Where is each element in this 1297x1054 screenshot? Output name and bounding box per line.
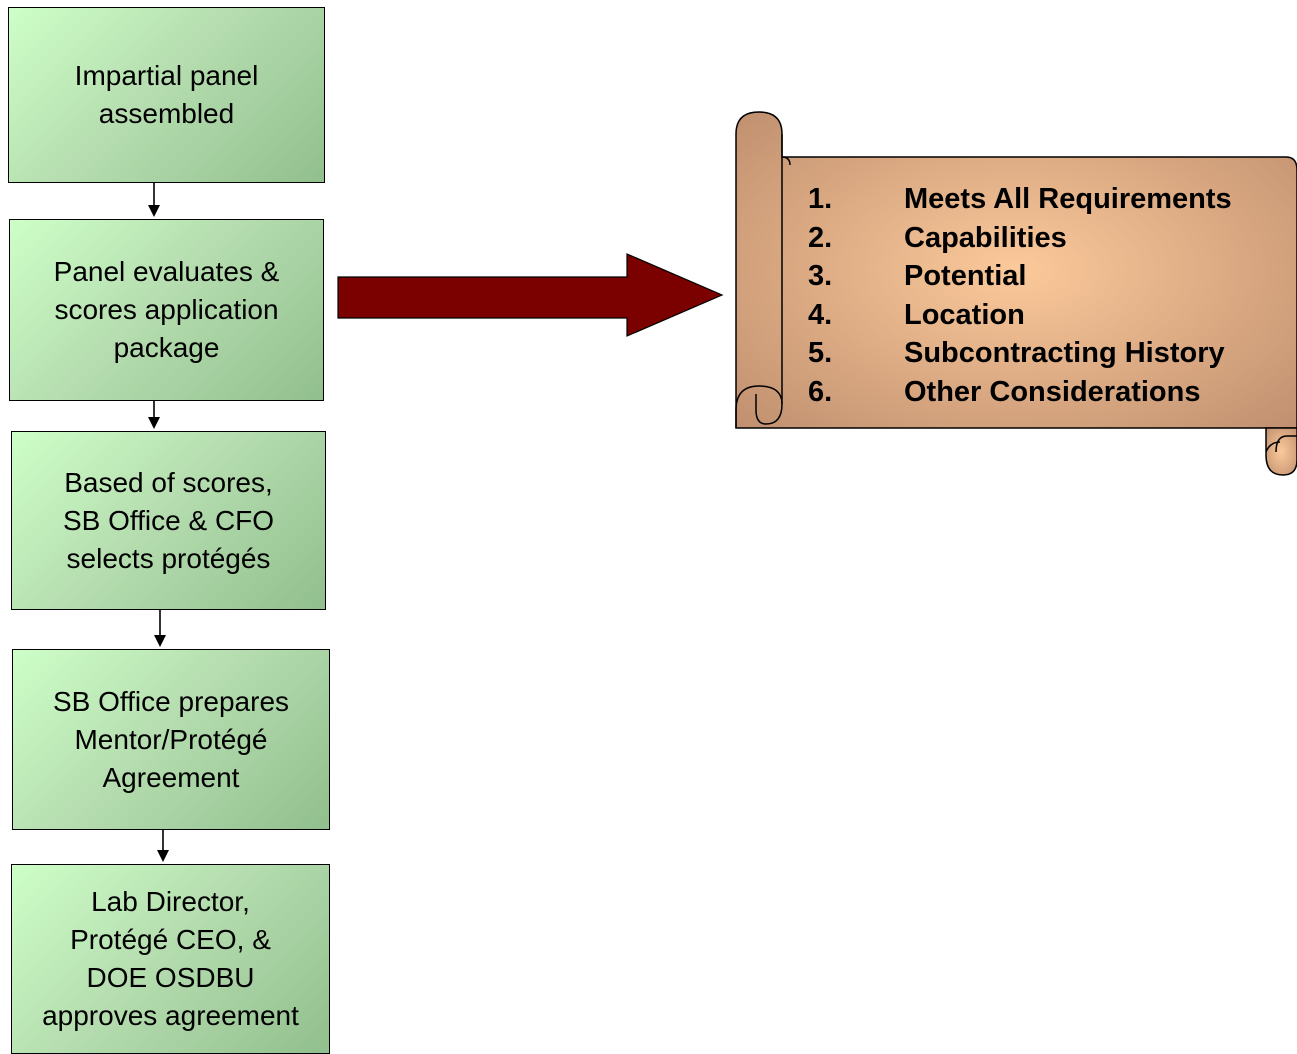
criteria-item: 4. Location [808,296,1288,335]
criteria-number: 4. [808,298,833,331]
criteria-number: 6. [808,375,833,408]
flow-step-5-line-4: approves agreement [42,1000,299,1031]
connector-2-3 [148,401,160,429]
flow-step-2-line-3: package [113,332,220,363]
criteria-label: Location [904,298,1025,331]
criteria-item: 5. Subcontracting History [808,334,1288,373]
criteria-label: Capabilities [904,221,1067,254]
criteria-item: 6. Other Considerations [808,373,1288,412]
flow-step-1-line-1: Impartial panel [74,60,259,91]
flow-step-4-line-2: Mentor/Protégé [74,723,268,755]
flow-step-5: Lab Director, Protégé CEO, & DOE OSDBU a… [11,864,330,1054]
criteria-number: 5. [808,337,833,369]
flow-step-1: Impartial panel assembled [8,7,325,183]
flow-step-3: Based of scores, SB Office & CFO selects… [11,431,326,610]
criteria-item: 1. Meets All Requirements [808,180,1288,219]
connector-1-2 [148,183,160,217]
flow-step-2-line-1: Panel evaluates & [53,256,280,287]
flow-step-5-line-3: DOE OSDBU [86,962,255,993]
flow-step-5-line-1: Lab Director, [91,886,250,917]
flow-step-4-line-1: SB Office prepares [52,685,290,717]
criteria-label: Meets All Requirements [904,183,1232,215]
flow-step-5-line-2: Protégé CEO, & [70,924,271,955]
criteria-label: Subcontracting History [904,337,1225,369]
scroll-shape [735,111,1297,476]
flow-step-4-line-3: Agreement [102,761,240,793]
connector-4-5 [157,830,169,862]
flow-step-1-line-2: assembled [98,98,235,129]
flow-step-3-line-1: Based of scores, [64,466,273,498]
criteria-list: 1. Meets All Requirements 2. Capabilitie… [808,180,1288,411]
flow-step-2: Panel evaluates & scores application pac… [9,219,324,401]
connector-3-4 [154,610,166,647]
criteria-number: 2. [808,221,833,254]
criteria-item: 3. Potential [808,257,1288,296]
flow-step-3-line-3: selects protégés [66,542,271,574]
criteria-number: 3. [808,260,833,292]
flow-step-2-line-2: scores application [54,294,279,325]
flow-step-3-line-2: SB Office & CFO [62,504,275,536]
flow-step-4: SB Office prepares Mentor/Protégé Agreem… [12,649,330,830]
criteria-label: Potential [904,260,1027,292]
criteria-number: 1. [808,183,833,215]
criteria-label: Other Considerations [904,375,1201,408]
criteria-item: 2. Capabilities [808,219,1288,258]
big-right-arrow [337,253,724,337]
